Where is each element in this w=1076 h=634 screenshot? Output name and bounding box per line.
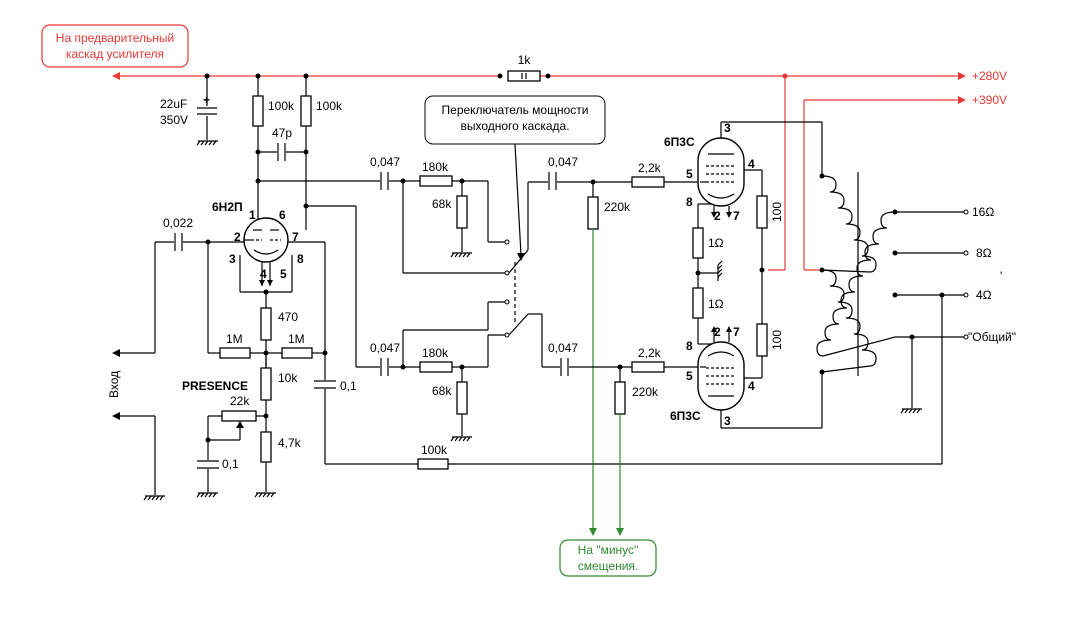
pin-label: 7 bbox=[292, 230, 299, 244]
out-common-label: "Общий" bbox=[968, 330, 1016, 344]
svg-text:+: + bbox=[203, 93, 210, 107]
resistor-1k-label: 1k bbox=[518, 53, 532, 67]
c0047-b-label: 0,047 bbox=[548, 155, 578, 169]
pin-label: 4 bbox=[748, 379, 755, 393]
r1m-a-label: 1M bbox=[226, 332, 243, 346]
r220k-b-label: 220k bbox=[632, 385, 659, 399]
pin-label: 3 bbox=[724, 414, 731, 428]
pin-label: 8 bbox=[686, 195, 693, 209]
preamp-note-line1: На предварительный bbox=[56, 31, 174, 45]
preamp-note: На предварительный каскад усилителя bbox=[41, 24, 189, 68]
r10k-label: 10k bbox=[278, 371, 298, 385]
r180k-b-label: 180k bbox=[422, 346, 449, 360]
presence-network: 10k 4,7k PRESENCE 22k 0,1 bbox=[182, 295, 943, 498]
rail-280v-label: +280V bbox=[972, 69, 1007, 83]
preamp-note-line2: каскад усилителя bbox=[66, 47, 164, 61]
rail-390v: +390V bbox=[803, 93, 1007, 271]
ground-icon bbox=[450, 252, 472, 258]
pin-label: 7 bbox=[733, 209, 740, 223]
pin-label: 2 bbox=[234, 230, 241, 244]
tube-6n2p-label: 6Н2П bbox=[212, 200, 243, 214]
pin-label: 1 bbox=[249, 208, 256, 222]
cap22-label-1: 22uF bbox=[160, 97, 187, 111]
ground-icon bbox=[196, 492, 218, 498]
pin-label: 5 bbox=[686, 167, 693, 181]
presence-label: PRESENCE bbox=[182, 379, 248, 393]
r470-label: 470 bbox=[278, 310, 298, 324]
c47p-label: 47p bbox=[272, 126, 292, 140]
pin-label: 3 bbox=[724, 121, 731, 135]
switch-note-line2: выходного каскада. bbox=[460, 119, 569, 133]
r100k-a-label: 100k bbox=[268, 99, 295, 113]
ground-icon bbox=[143, 495, 165, 501]
r100k-b-label: 100k bbox=[316, 99, 343, 113]
r100-a-label: 100 bbox=[770, 202, 784, 222]
c0047-c-label: 0,047 bbox=[370, 341, 400, 355]
c0022-label: 0,022 bbox=[163, 216, 193, 230]
pin-label: 2 bbox=[714, 325, 721, 339]
tube-6n2p: 6Н2П 1 6 2 7 3 4 5 8 470 bbox=[208, 200, 326, 380]
c0047-d-label: 0,047 bbox=[548, 341, 578, 355]
ground-icon bbox=[900, 408, 922, 414]
r220k-a-label: 220k bbox=[604, 200, 631, 214]
r22k-a-label: 2,2k bbox=[638, 161, 662, 175]
input-label: Вход bbox=[107, 371, 121, 398]
lower-branch: 0,047 180k 68k 0,047 bbox=[370, 262, 700, 536]
pin-label: 7 bbox=[733, 325, 740, 339]
output-transformer: 16Ω 8Ω 4Ω "Общий" ' bbox=[816, 172, 1016, 414]
cap22-label-2: 350V bbox=[160, 113, 188, 127]
pin-label: 5 bbox=[280, 267, 287, 281]
r100k-fb-label: 100k bbox=[421, 443, 448, 457]
bias-note-line1: На "минус" bbox=[578, 543, 639, 557]
tube-6p3s-bottom: 6П3С 2 7 8 5 4 3 1Ω 100 bbox=[670, 287, 823, 429]
tick-mark: ' bbox=[1000, 269, 1002, 283]
input-stage: 0,022 Вход 1M 1M bbox=[107, 216, 328, 501]
ground-icon bbox=[254, 492, 276, 498]
r100-b-label: 100 bbox=[770, 330, 784, 350]
tube-bottom-label: 6П3С bbox=[670, 409, 701, 423]
c01-b-label: 0,1 bbox=[222, 457, 239, 471]
ground-icon bbox=[450, 436, 472, 442]
pin-label: 4 bbox=[748, 157, 755, 171]
rail-280v: +280V 1k bbox=[112, 53, 1007, 271]
upper-branch: 0,047 180k 68k 0,047 2,2k bbox=[370, 155, 700, 536]
pin-label: 8 bbox=[686, 339, 693, 353]
pin-label: 3 bbox=[229, 252, 236, 266]
rail-390v-label: +390V bbox=[972, 93, 1007, 107]
pin-label: 2 bbox=[714, 209, 721, 223]
out-4-label: 4Ω bbox=[976, 288, 992, 302]
plate-loads: 100k 100k 47p bbox=[252, 73, 380, 368]
r68k-a-label: 68k bbox=[432, 197, 452, 211]
switch-note: Переключатель мощности выходного каскада… bbox=[424, 95, 606, 261]
tube-top-label: 6П3С bbox=[664, 135, 695, 149]
r47k-label: 4,7k bbox=[278, 436, 302, 450]
out-8-label: 8Ω bbox=[976, 246, 992, 260]
pin-label: 5 bbox=[686, 369, 693, 383]
tube-6p3s-top: 6П3С 3 4 5 8 2 7 100 1Ω bbox=[664, 121, 823, 324]
switch-note-line1: Переключатель мощности bbox=[442, 103, 589, 117]
out-16-label: 16Ω bbox=[972, 205, 994, 219]
ground-icon bbox=[196, 140, 218, 146]
capacitor-22uf: + 22uF 350V bbox=[160, 73, 218, 146]
r68k-b-label: 68k bbox=[432, 384, 452, 398]
pin-label: 4 bbox=[260, 267, 267, 281]
r22k-b-label: 2,2k bbox=[638, 346, 662, 360]
pin-label: 6 bbox=[279, 208, 286, 222]
r180k-a-label: 180k bbox=[422, 160, 449, 174]
resistor-1k: 1k bbox=[507, 53, 541, 82]
c0047-a-label: 0,047 bbox=[370, 155, 400, 169]
pin-label: 8 bbox=[297, 252, 304, 266]
bias-note: На "минус" смещения. bbox=[559, 539, 657, 577]
c01-a-label: 0,1 bbox=[340, 379, 357, 393]
r22k-pot-label: 22k bbox=[230, 394, 250, 408]
bias-note-line2: смещения. bbox=[578, 559, 639, 573]
r1ohm-b-label: 1Ω bbox=[708, 297, 724, 311]
r1m-b-label: 1M bbox=[288, 332, 305, 346]
r1ohm-a-label: 1Ω bbox=[708, 236, 724, 250]
